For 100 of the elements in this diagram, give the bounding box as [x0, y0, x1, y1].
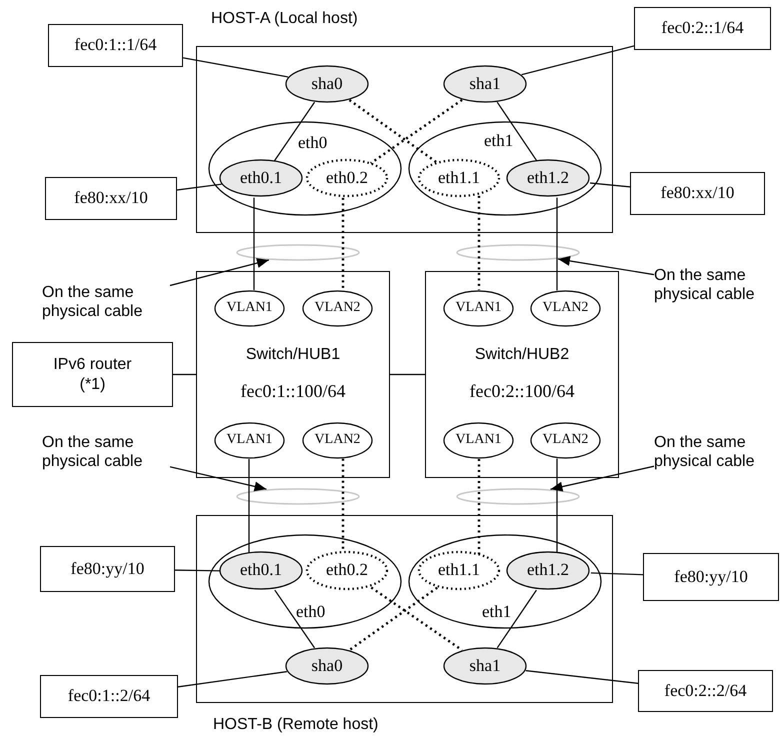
address-text: fe80:yy/10 — [70, 558, 144, 580]
link-line — [478, 196, 480, 290]
callout-box — [40, 675, 178, 718]
interface-ellipse — [285, 647, 369, 685]
address-text: fec0:1::1/64 — [74, 35, 157, 56]
link-line — [370, 586, 463, 652]
vlan-label: VLAN1 — [226, 432, 272, 449]
leader-line — [178, 671, 287, 688]
address-text: fec0:2::2/64 — [664, 680, 747, 702]
interface-label: sha0 — [311, 74, 343, 94]
interface-label: eth1 — [482, 602, 512, 622]
callout-box — [40, 546, 175, 592]
link-line — [348, 99, 438, 164]
link-line — [248, 459, 250, 553]
interface-label: sha0 — [311, 656, 343, 676]
vlan-label: VLAN1 — [226, 300, 272, 317]
leader-line — [526, 670, 638, 684]
callout-box — [45, 177, 177, 220]
vlan-ellipse — [530, 422, 601, 459]
vlan-label: VLAN2 — [542, 432, 588, 449]
interface-ellipse — [306, 551, 388, 590]
address-text: fec0:1::2/64 — [68, 686, 150, 707]
vlan-label: VLAN1 — [456, 300, 502, 317]
cable-ring — [236, 488, 360, 505]
interface-label: eth0.1 — [240, 168, 282, 188]
cable-note: On the same physical cable — [654, 261, 782, 309]
link-line — [478, 459, 480, 554]
cable-note: On the same physical cable — [654, 428, 782, 476]
link-line — [496, 590, 537, 648]
vlan-ellipse — [530, 290, 601, 327]
callout-box — [638, 670, 773, 712]
leader-line — [182, 57, 288, 78]
interface-group-ellipse — [408, 121, 602, 216]
host-title: HOST-A (Local host) — [211, 9, 358, 28]
link-line — [342, 198, 344, 290]
interface-label: eth0.2 — [326, 168, 368, 188]
callout-box — [643, 553, 779, 601]
cable-ring — [236, 244, 360, 261]
vlan-label: VLAN1 — [456, 432, 502, 449]
interface-label: eth0.2 — [326, 560, 368, 581]
interface-group-ellipse — [208, 534, 402, 629]
interface-label: eth1.1 — [438, 168, 480, 188]
router-label: IPv6 router (*1) — [52, 355, 133, 394]
cable-note: On the same physical cable — [42, 428, 170, 476]
interface-label: eth0 — [298, 133, 328, 154]
leader-line — [521, 45, 634, 76]
interface-ellipse — [219, 551, 303, 590]
arrow — [550, 466, 654, 492]
cable-ring — [456, 488, 580, 505]
callout-box — [630, 172, 765, 215]
interface-ellipse — [418, 551, 500, 590]
interface-ellipse — [306, 159, 388, 197]
interface-label: sha1 — [469, 74, 501, 94]
link-line — [253, 198, 255, 290]
link-line — [390, 374, 425, 376]
interface-ellipse — [506, 159, 590, 197]
leader-line — [590, 572, 644, 576]
link-line — [274, 102, 316, 162]
callout-box — [634, 7, 771, 50]
link-line — [556, 458, 558, 552]
interface-label: eth0.1 — [240, 560, 282, 581]
vlan-label: VLAN2 — [314, 432, 360, 449]
interface-ellipse — [443, 647, 527, 685]
vlan-ellipse — [443, 422, 514, 459]
switch-name: Switch/HUB1 — [246, 345, 340, 364]
vlan-label: VLAN2 — [542, 300, 588, 317]
vlan-ellipse — [443, 290, 514, 327]
callout-box — [48, 24, 183, 67]
vlan-label: VLAN2 — [314, 300, 360, 317]
cable-note: On the same physical cable — [42, 278, 170, 326]
host-title: HOST-B (Remote host) — [213, 715, 378, 734]
interface-ellipse — [443, 65, 527, 103]
address-text: fe80:xx/10 — [74, 188, 148, 209]
address-text: fec0:2::100/64 — [470, 381, 574, 403]
link-line — [556, 198, 558, 291]
address-text: fec0:2::1/64 — [661, 18, 744, 39]
interface-label: eth1.2 — [526, 560, 570, 581]
address-text: fec0:1::100/64 — [240, 381, 346, 403]
switch-name: Switch/HUB2 — [474, 345, 570, 364]
arrow — [170, 258, 270, 286]
interface-ellipse — [285, 65, 369, 103]
interface-ellipse — [219, 159, 303, 197]
link-line — [173, 374, 196, 376]
switch-box — [196, 271, 390, 478]
link-line — [274, 590, 316, 648]
vlan-ellipse — [214, 290, 285, 327]
arrow — [170, 466, 267, 492]
interface-group-ellipse — [208, 121, 402, 216]
leader-line — [176, 184, 222, 191]
link-line — [370, 98, 463, 164]
interface-group-ellipse — [408, 534, 602, 629]
link-line — [348, 586, 438, 651]
leader-line — [174, 570, 220, 572]
interface-label: eth1.2 — [526, 168, 570, 188]
address-text: fe80:xx/10 — [660, 183, 734, 204]
switch-box — [425, 271, 619, 478]
vlan-ellipse — [302, 290, 373, 327]
vlan-ellipse — [302, 422, 373, 459]
arrow — [558, 256, 654, 276]
address-text: fe80:yy/10 — [674, 566, 748, 588]
